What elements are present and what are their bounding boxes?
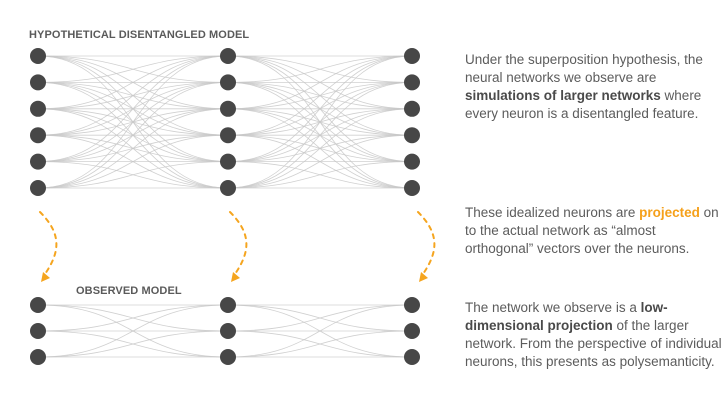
hypothetical-neuron bbox=[220, 100, 236, 117]
hypothetical-edge bbox=[37, 55, 229, 162]
hypothetical-model-neurons bbox=[30, 48, 420, 196]
hypothetical-neuron bbox=[30, 180, 46, 196]
emphasis-text: low-dimensional projection bbox=[465, 300, 668, 333]
caption-text: These idealized neurons are bbox=[465, 205, 640, 220]
observed-neuron bbox=[220, 323, 236, 339]
projection-arrow-head-icon bbox=[419, 272, 428, 282]
emphasis-text: simulations of larger networks bbox=[465, 88, 661, 103]
accent-text: projected bbox=[639, 205, 700, 220]
hypothetical-edge bbox=[227, 82, 413, 189]
hypothetical-neuron bbox=[30, 127, 46, 144]
hypothetical-model-label: HYPOTHETICAL DISENTANGLED MODEL bbox=[29, 29, 250, 41]
hypothetical-edge bbox=[37, 55, 229, 189]
caption-low-dimensional-projection: The network we observe is a low-dimensio… bbox=[465, 299, 723, 371]
hypothetical-edge bbox=[227, 134, 413, 189]
observed-neuron bbox=[30, 323, 46, 339]
observed-model-edges bbox=[37, 304, 413, 358]
caption-text: The network we observe is a bbox=[465, 300, 641, 315]
projection-arrow-line bbox=[39, 211, 58, 275]
caption-text: on to the actual network as “almost orth… bbox=[465, 205, 719, 256]
observed-model-label: OBSERVED MODEL bbox=[76, 285, 182, 297]
observed-neuron bbox=[404, 349, 420, 365]
observed-edge bbox=[227, 304, 413, 332]
caption-text: where every neuron is a disentangled fea… bbox=[465, 88, 702, 121]
projection-arrow-line bbox=[229, 211, 248, 275]
hypothetical-neuron bbox=[404, 48, 420, 64]
observed-neuron bbox=[30, 297, 46, 313]
hypothetical-edge bbox=[227, 108, 413, 189]
hypothetical-neuron bbox=[404, 100, 420, 117]
hypothetical-edge bbox=[227, 55, 413, 162]
hypothetical-neuron bbox=[220, 127, 236, 144]
hypothetical-edge bbox=[37, 161, 229, 189]
hypothetical-edge bbox=[227, 55, 413, 189]
hypothetical-neuron bbox=[30, 153, 46, 170]
hypothetical-edge bbox=[37, 55, 229, 83]
projection-arrow-head-icon bbox=[41, 272, 50, 282]
hypothetical-edge bbox=[37, 82, 229, 189]
caption-text: of the larger network. From the perspect… bbox=[465, 318, 722, 369]
projection-arrow-line bbox=[417, 211, 436, 275]
hypothetical-neuron bbox=[30, 74, 46, 91]
hypothetical-neuron bbox=[30, 100, 46, 117]
hypothetical-edge bbox=[227, 55, 413, 136]
observed-edge bbox=[227, 304, 413, 358]
observed-edge bbox=[227, 330, 413, 358]
hypothetical-neuron bbox=[220, 180, 236, 196]
projection-arrows bbox=[39, 211, 436, 282]
hypothetical-model-edges bbox=[37, 55, 413, 189]
observed-edge bbox=[37, 304, 229, 332]
hypothetical-edge bbox=[37, 55, 229, 110]
hypothetical-neuron bbox=[404, 153, 420, 170]
observed-neuron bbox=[220, 297, 236, 313]
hypothetical-edge bbox=[37, 134, 229, 189]
observed-edge bbox=[37, 330, 229, 358]
hypothetical-neuron bbox=[404, 180, 420, 196]
hypothetical-neuron bbox=[220, 74, 236, 91]
observed-neuron bbox=[404, 323, 420, 339]
hypothetical-neuron bbox=[220, 48, 236, 64]
observed-neuron bbox=[220, 349, 236, 365]
hypothetical-edge bbox=[37, 55, 229, 136]
hypothetical-neuron bbox=[30, 48, 46, 64]
observed-neuron bbox=[404, 297, 420, 313]
hypothetical-edge bbox=[227, 161, 413, 189]
hypothetical-edge bbox=[227, 55, 413, 110]
hypothetical-edge bbox=[37, 108, 229, 189]
observed-model-neurons bbox=[30, 297, 420, 365]
caption-text: Under the superposition hypothesis, the … bbox=[465, 52, 703, 85]
observed-edge bbox=[37, 304, 229, 358]
caption-projection: These idealized neurons are projected on… bbox=[465, 204, 723, 258]
hypothetical-neuron bbox=[220, 153, 236, 170]
caption-superposition-hypothesis: Under the superposition hypothesis, the … bbox=[465, 51, 723, 123]
projection-arrow-head-icon bbox=[231, 272, 240, 282]
hypothetical-neuron bbox=[404, 74, 420, 91]
observed-neuron bbox=[30, 349, 46, 365]
network-diagram bbox=[30, 48, 436, 365]
hypothetical-neuron bbox=[404, 127, 420, 144]
hypothetical-edge bbox=[227, 55, 413, 83]
